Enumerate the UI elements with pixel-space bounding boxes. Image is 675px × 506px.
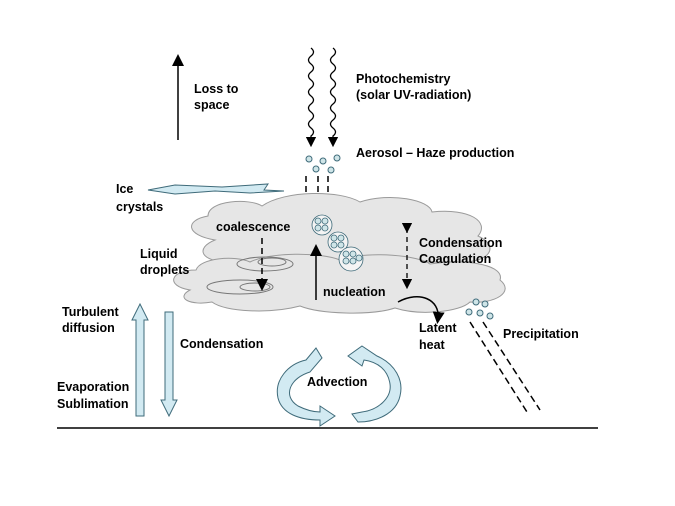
condensation-coagulation-label-line2: Coagulation <box>419 252 491 266</box>
advection-cycle-icon <box>276 345 402 427</box>
liquid-droplets-label-line1: Liquid <box>140 247 178 261</box>
loss-to-space-label-line1: Loss to <box>194 82 239 96</box>
condensation-coagulation-label-line1: Condensation <box>419 236 502 250</box>
turbulent-diffusion-arrow <box>131 302 149 417</box>
nucleation-label: nucleation <box>323 285 386 299</box>
aerosol-particles <box>305 154 341 174</box>
photochemistry-label: Photochemistry <box>356 72 451 86</box>
sublimation-label: Sublimation <box>57 397 129 411</box>
uv-radiation-icon <box>305 47 339 148</box>
evaporation-label: Evaporation <box>57 380 129 394</box>
ice-crystals-label-line1: Ice <box>116 182 133 196</box>
condensation-down-arrow <box>160 311 178 418</box>
aerosol-label: Aerosol – Haze production <box>356 146 514 160</box>
turbulent-diffusion-label-line2: diffusion <box>62 321 115 335</box>
liquid-droplets-label-line2: droplets <box>140 263 189 277</box>
photochemistry-label-sub: (solar UV-radiation) <box>356 88 471 102</box>
precipitation-particles <box>465 298 494 320</box>
latent-heat-arrow <box>397 296 445 324</box>
turbulent-diffusion-label-line1: Turbulent <box>62 305 120 319</box>
loss-to-space-label-line2: space <box>194 98 229 112</box>
precipitation-label: Precipitation <box>503 327 579 341</box>
coalescence-label: coalescence <box>216 220 290 234</box>
condensation-label: Condensation <box>180 337 263 351</box>
advection-label: Advection <box>307 375 367 389</box>
latent-heat-label-line2: heat <box>419 338 446 352</box>
liquid-droplet-ellipses <box>206 256 294 295</box>
latent-heat-label-line1: Latent <box>419 321 457 335</box>
coalescing-droplet-clusters <box>311 214 364 272</box>
precipitation-lines <box>469 321 541 413</box>
cloud-layers <box>173 192 506 314</box>
ice-crystals-label-line2: crystals <box>116 200 163 214</box>
ice-crystal-icon <box>147 183 285 195</box>
